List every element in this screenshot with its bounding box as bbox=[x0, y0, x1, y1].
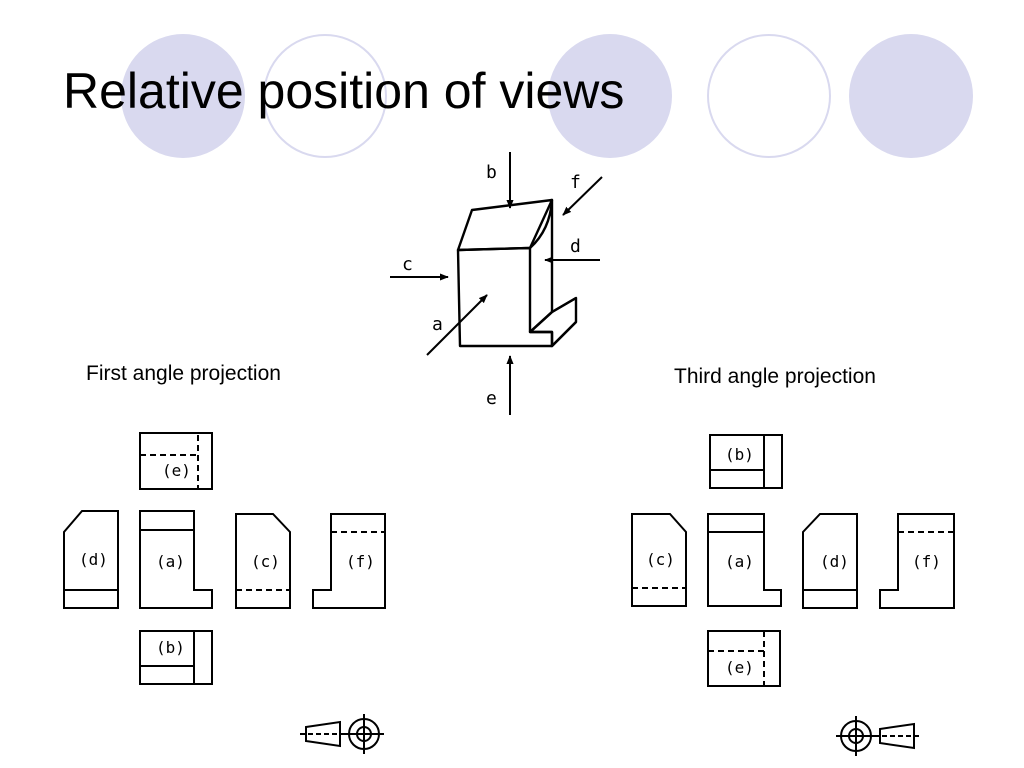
third-angle-label-bottom: (e) bbox=[725, 658, 754, 677]
decorative-circle-3 bbox=[548, 34, 672, 158]
first-angle-view-a bbox=[139, 510, 213, 609]
decorative-circle-4 bbox=[707, 34, 831, 158]
first-angle-view-f bbox=[312, 513, 386, 609]
first-angle-label-bottom: (b) bbox=[156, 638, 185, 657]
third-angle-label-left: (c) bbox=[646, 550, 675, 569]
third-angle-caption: Third angle projection bbox=[674, 365, 876, 388]
third-angle-view-a bbox=[707, 513, 782, 607]
third-angle-view-f bbox=[879, 513, 955, 609]
third-angle-projection-symbol-icon bbox=[836, 716, 920, 756]
first-angle-view-d bbox=[63, 510, 119, 609]
third-angle-view-c bbox=[631, 513, 687, 607]
arrow-label-a: a bbox=[432, 314, 443, 335]
arrow-label-f: f bbox=[570, 172, 581, 193]
first-angle-projection-symbol-icon bbox=[300, 714, 384, 754]
arrow-label-c: c bbox=[402, 254, 413, 275]
first-angle-label-front: (a) bbox=[156, 552, 185, 571]
decorative-circle-5 bbox=[849, 34, 973, 158]
third-angle-label-top: (b) bbox=[725, 445, 754, 464]
third-angle-label-right: (d) bbox=[820, 552, 849, 571]
first-angle-label-top: (e) bbox=[162, 461, 191, 480]
first-angle-view-c bbox=[235, 513, 291, 609]
arrow-a bbox=[426, 294, 488, 356]
third-angle-view-b bbox=[709, 434, 783, 489]
top-face bbox=[456, 198, 554, 252]
first-angle-label-rear: (f) bbox=[346, 552, 375, 571]
slide-title: Relative position of views bbox=[63, 63, 625, 119]
first-angle-view-e bbox=[139, 432, 213, 490]
arrow-label-d: d bbox=[570, 236, 581, 257]
decorative-circle-2 bbox=[263, 34, 387, 158]
first-angle-view-b bbox=[139, 630, 213, 685]
third-angle-view-d bbox=[802, 513, 858, 609]
first-angle-views bbox=[63, 432, 386, 685]
third-angle-label-rear: (f) bbox=[912, 552, 941, 571]
third-angle-views bbox=[631, 434, 955, 687]
third-angle-label-front: (a) bbox=[725, 552, 754, 571]
first-angle-caption: First angle projection bbox=[86, 362, 281, 385]
first-angle-label-left: (d) bbox=[79, 550, 108, 569]
first-angle-label-right: (c) bbox=[251, 552, 280, 571]
arrow-label-e: e bbox=[486, 388, 497, 409]
third-angle-view-e bbox=[707, 630, 781, 687]
arrow-label-b: b bbox=[486, 162, 497, 183]
side-face bbox=[529, 198, 554, 333]
decorative-circle-1 bbox=[121, 34, 245, 158]
isometric-object bbox=[456, 198, 578, 348]
arrow-f bbox=[562, 176, 603, 216]
